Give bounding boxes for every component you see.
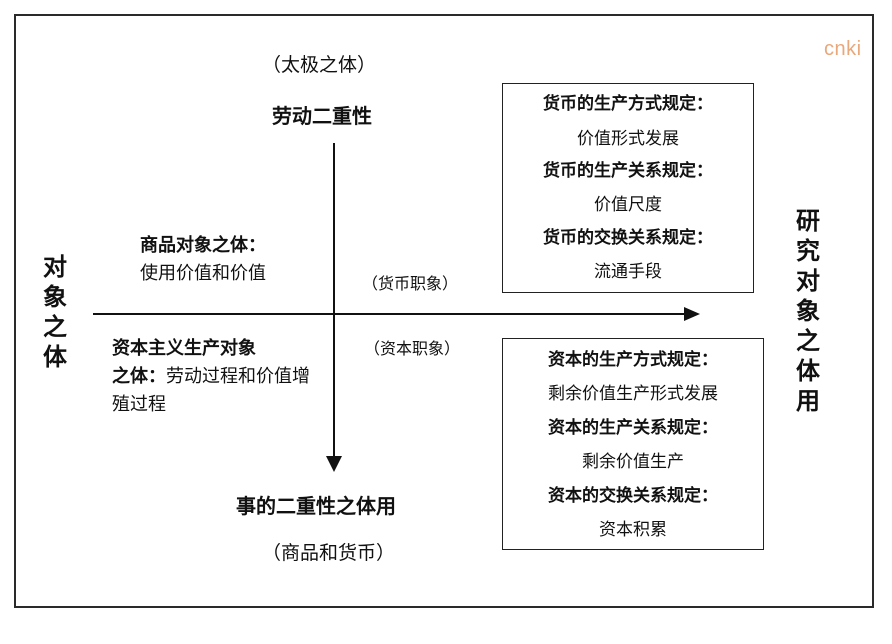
bottom-title: 事的二重性之体用 [236,494,396,518]
top-title: 劳动二重性 [272,104,372,128]
right-axis-char: 象 [796,297,820,325]
watermark-label: cnki [824,38,862,60]
capital-box-line: 资本的交换关系规定： [548,486,718,506]
left-axis-char: 象 [43,283,67,311]
right-axis-char: 研 [796,207,820,235]
right-axis-char: 用 [796,387,820,415]
top-subtitle: （太极之体） [262,54,377,76]
capital-object-body-lead: 之体： [112,366,166,387]
bottom-subtitle: （商品和货币） [262,542,396,564]
money-box-line: 货币的生产关系规定： [543,161,713,181]
capital-object-body-rest: 劳动过程和价值增殖过程 [112,366,310,415]
vertical-axis-arrowhead [326,456,342,472]
right-axis-char: 究 [796,237,820,265]
capital-box-line: 资本的生产方式规定： [548,350,718,370]
left-axis-char: 对 [43,253,67,281]
goods-object-block: 商品对象之体： 使用价值和价值 [140,232,325,288]
money-box-line: 流通手段 [594,262,662,282]
money-box-line: 价值形式发展 [577,129,679,149]
capital-box-line: 资本的生产关系规定： [548,418,718,438]
left-axis-char: 体 [43,343,67,371]
goods-object-heading: 商品对象之体： [140,235,266,256]
left-axis-char: 之 [43,313,67,341]
money-determination-box: 货币的生产方式规定： 价值形式发展 货币的生产关系规定： 价值尺度 货币的交换关… [502,83,754,293]
money-box-line: 货币的生产方式规定： [543,94,713,114]
horizontal-axis-arrowhead [684,307,700,321]
right-axis-char: 之 [796,327,820,355]
goods-object-body: 使用价值和价值 [140,263,266,284]
capital-box-line: 资本积累 [599,520,667,540]
left-axis-label: 对 象 之 体 [40,252,70,372]
right-axis-char: 对 [796,267,820,295]
capital-role-label: （资本职象） [364,339,461,358]
money-box-line: 货币的交换关系规定： [543,228,713,248]
money-role-label: （货币职象） [362,274,459,293]
money-box-line: 价值尺度 [594,195,662,215]
capital-box-line: 剩余价值生产 [582,452,684,472]
capital-determination-box: 资本的生产方式规定： 剩余价值生产形式发展 资本的生产关系规定： 剩余价值生产 … [502,338,764,550]
right-axis-label: 研 究 对 象 之 体 用 [793,206,823,416]
right-axis-char: 体 [796,357,820,385]
capital-object-block: 资本主义生产对象 之体：劳动过程和价值增殖过程 [112,335,318,419]
capital-object-heading: 资本主义生产对象 [112,338,256,359]
capital-object-body: 之体：劳动过程和价值增殖过程 [112,363,318,419]
capital-box-line: 剩余价值生产形式发展 [548,384,718,404]
